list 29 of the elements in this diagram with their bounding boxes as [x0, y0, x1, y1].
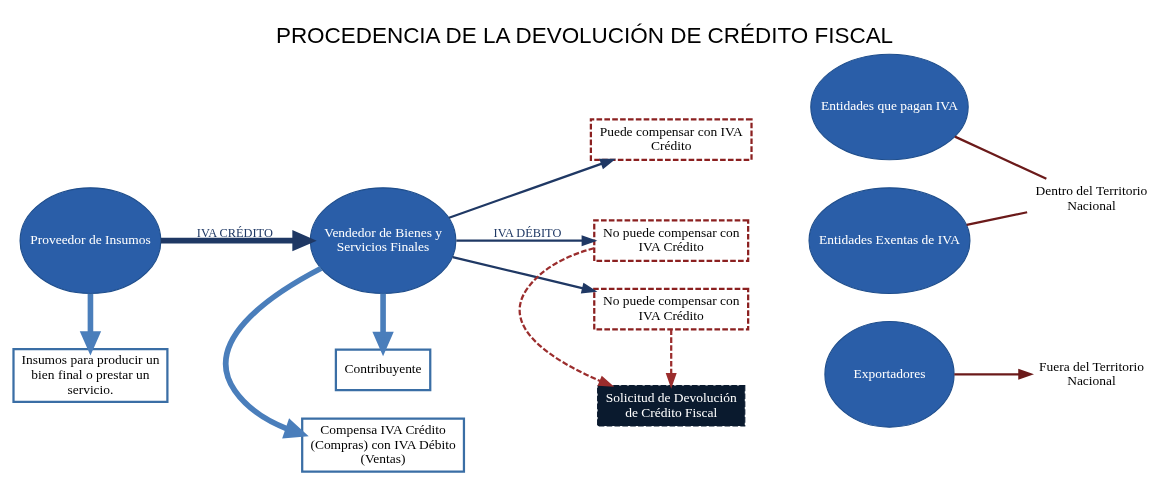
- node-ellipse: Entidades Exentas de IVA: [808, 186, 971, 294]
- node-box: No puede compensar con IVA Crédito: [593, 287, 750, 331]
- node-ellipse: Vendedor de Bienes y Servicios Finales: [309, 186, 457, 294]
- node-box: Insumos para producir un bien final o prestar un servicio.: [12, 347, 169, 403]
- arrow: [452, 255, 598, 293]
- node-ellipse: Exportadores: [824, 320, 955, 428]
- node-box: Puede compensar con IVA Crédito: [589, 117, 753, 161]
- node-text: Dentro del Territorio Nacional: [1035, 182, 1148, 213]
- edge-label: IVA CRÉDITO: [196, 225, 273, 240]
- node-ellipse: Proveedor de Insumos: [19, 186, 162, 294]
- node-box: Solicitud de Devolución de Crédito Fiscal: [597, 384, 746, 427]
- node-box: Compensa IVA Crédito (Compras) con IVA Débito (Ventas): [301, 417, 466, 473]
- node-box: No puede compensar con IVA Crédito: [593, 218, 750, 262]
- edge-label: IVA DÉBITO: [493, 225, 562, 240]
- arrow: [456, 234, 598, 246]
- diagram-title: PROCEDENCIA DE LA DEVOLUCIÓN DE CRÉDITO FISCAL: [275, 22, 894, 48]
- arrow: [665, 328, 677, 389]
- node-box: Contribuyente: [334, 348, 432, 391]
- arrow: [160, 229, 317, 251]
- arrow: [79, 293, 102, 356]
- arrow: [954, 368, 1034, 380]
- arrow: [223, 265, 323, 438]
- node-text: Fuera del Territorio Nacional: [1038, 358, 1144, 388]
- connector: [966, 210, 1028, 226]
- arrow: [518, 246, 615, 387]
- connector: [954, 135, 1047, 180]
- arrow: [372, 293, 394, 356]
- node-ellipse: Entidades que pagan IVA: [810, 53, 969, 160]
- arrow: [448, 158, 616, 219]
